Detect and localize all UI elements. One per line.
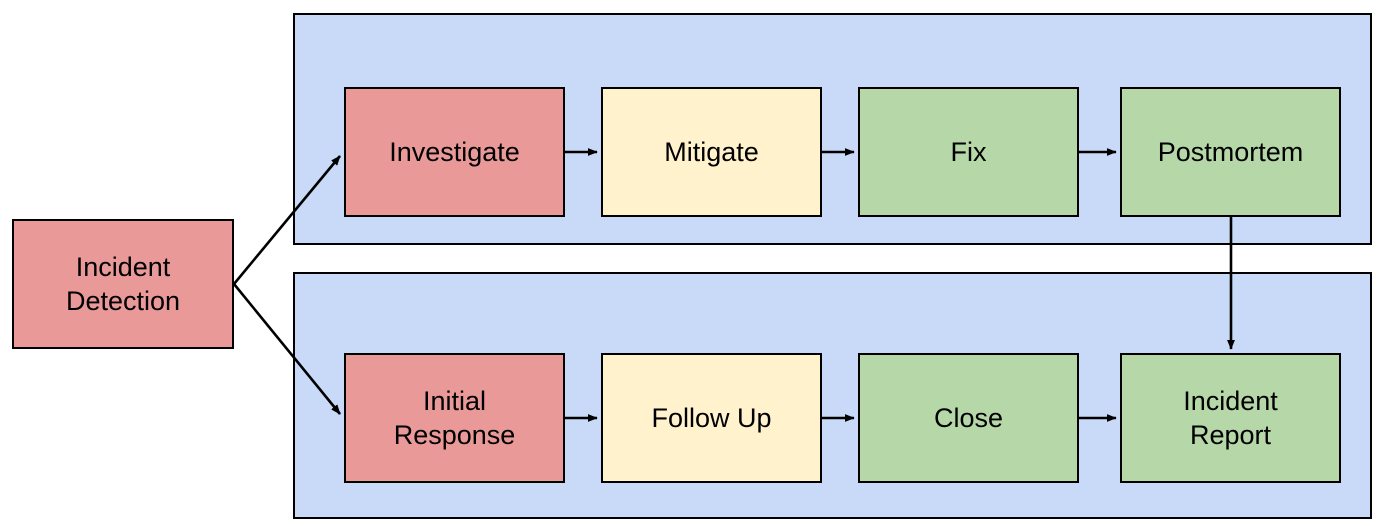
process-node-investigate[interactable]: Investigate (344, 87, 565, 217)
process-node-incident-report[interactable]: Incident Report (1120, 353, 1341, 483)
node-label: Postmortem (1157, 137, 1304, 167)
node-label: Initial Response (393, 386, 516, 450)
process-node-follow-up[interactable]: Follow Up (601, 353, 822, 483)
process-node-incident-detection[interactable]: Incident Detection (12, 219, 234, 349)
process-node-close[interactable]: Close (858, 353, 1079, 483)
node-label: Fix (950, 137, 987, 167)
node-label: Investigate (389, 137, 520, 167)
node-label: Mitigate (664, 137, 759, 167)
process-node-initial-response[interactable]: Initial Response (344, 353, 565, 483)
node-label: Incident Report (1183, 386, 1278, 450)
node-label: Follow Up (651, 403, 772, 433)
node-label: Incident Detection (65, 252, 181, 316)
process-node-postmortem[interactable]: Postmortem (1120, 87, 1341, 217)
process-node-mitigate[interactable]: Mitigate (601, 87, 822, 217)
node-label: Close (933, 403, 1004, 433)
process-node-fix[interactable]: Fix (858, 87, 1079, 217)
